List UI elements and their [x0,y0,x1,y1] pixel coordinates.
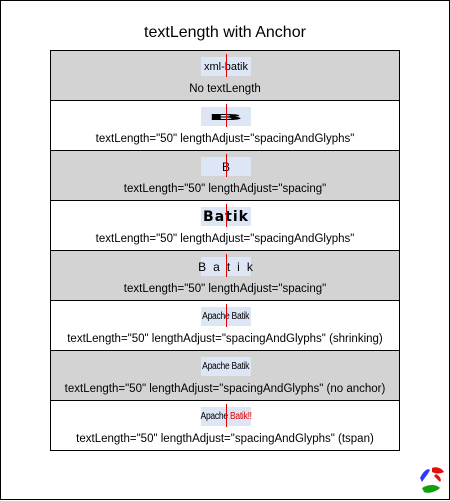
sample-row: Apache Batik textLength="50" lengthAdjus… [50,351,400,401]
tspan-part-2: Batik!! [229,411,252,422]
sample-box: Apache Batik [201,357,251,376]
anchor-marker [226,54,227,77]
sample-text: Batik [201,207,251,226]
sample-row: xml-batik No textLength [50,51,400,101]
row-caption: textLength="50" lengthAdjust="spacingAnd… [95,133,355,145]
samples-table: xml-batik No textLength B textLength="50… [50,50,400,451]
row-caption: No textLength [189,83,261,95]
row-caption: textLength="50" lengthAdjust="spacingAnd… [76,433,374,445]
page-title: textLength with Anchor [144,24,306,41]
spaced-word: Batik [198,259,260,274]
sample-row: B textLength="50" lengthAdjust="spacingA… [50,101,400,151]
sample-text: Apache Batik!! [200,407,252,426]
stretched-word: Batik [203,209,249,225]
row-caption: textLength="50" lengthAdjust="spacingAnd… [67,333,383,345]
shrunk-text: Apache Batik [202,361,250,372]
row-caption: textLength="50" lengthAdjust="spacingAnd… [64,383,386,395]
row-caption: textLength="50" lengthAdjust="spacing" [123,183,327,195]
sample-text: Apache Batik [201,357,251,376]
anchor-marker [226,204,227,227]
batik-logo-icon [418,464,446,496]
sample-row: Batik textLength="50" lengthAdjust="spac… [50,201,400,251]
anchor-marker [226,104,227,127]
anchor-marker [226,304,227,327]
sample-text: xml-batik [201,57,251,76]
anchor-marker [226,154,227,177]
sample-row: Apache Batik!! textLength="50" lengthAdj… [50,401,400,451]
row-caption: textLength="50" lengthAdjust="spacingAnd… [95,233,355,245]
single-glyph: B [222,160,230,174]
tspan-text: Apache Batik!! [200,411,252,422]
tspan-part-1: Apache [200,411,228,422]
sample-row: B textLength="50" lengthAdjust="spacing" [50,151,400,201]
sample-text: B [201,157,251,176]
sample-text: Batik [198,257,253,276]
sample-row: Batik textLength="50" lengthAdjust="spac… [50,251,400,301]
anchor-marker [226,254,227,277]
anchor-marker [226,404,227,427]
sample-row: Apache Batik textLength="50" lengthAdjus… [50,301,400,351]
row-caption: textLength="50" lengthAdjust="spacing" [123,283,327,295]
